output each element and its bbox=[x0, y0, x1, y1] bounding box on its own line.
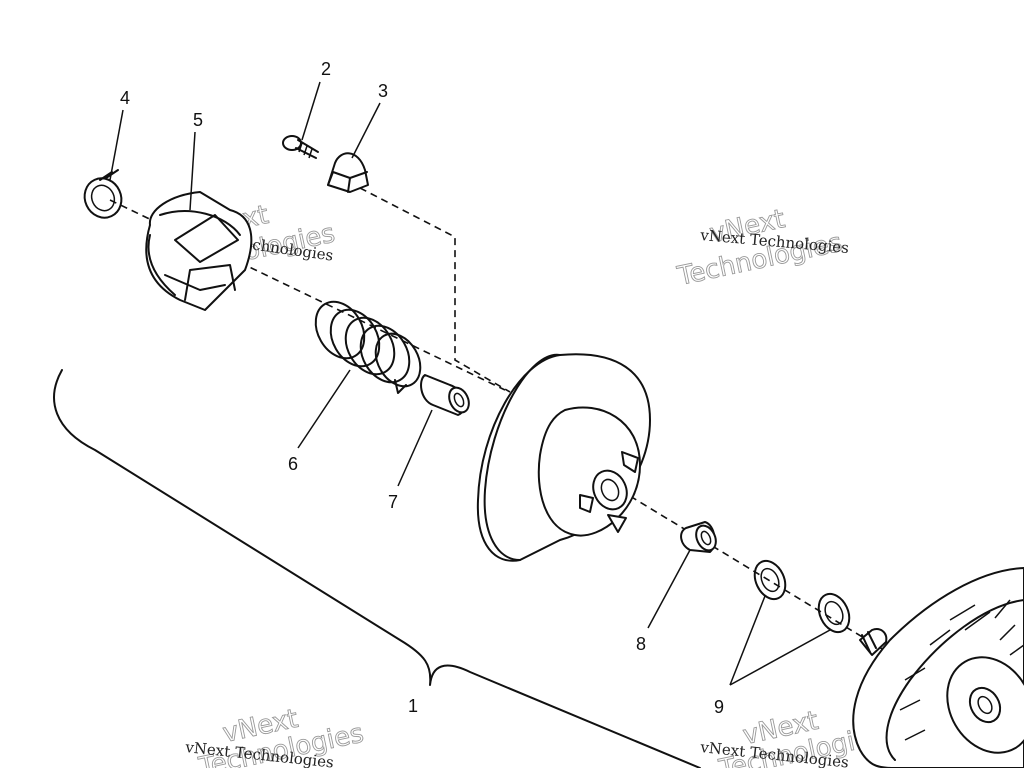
callout-4: 4 bbox=[120, 88, 130, 108]
part-cam bbox=[145, 191, 253, 311]
callout-3: 3 bbox=[378, 81, 388, 101]
assembly-bracket bbox=[53, 369, 701, 768]
part-spacer bbox=[680, 521, 717, 553]
centerline-slider bbox=[359, 187, 511, 393]
part-washer-a bbox=[753, 559, 787, 601]
callout-7: 7 bbox=[388, 492, 398, 512]
callout-6: 6 bbox=[288, 454, 298, 474]
callouts: 1 2 3 4 5 6 7 8 9 bbox=[120, 59, 724, 717]
callout-8: 8 bbox=[636, 634, 646, 654]
part-snap-ring bbox=[83, 169, 123, 219]
callout-2: 2 bbox=[321, 59, 331, 79]
part-washer-b bbox=[817, 592, 851, 634]
part-spring bbox=[314, 300, 422, 394]
part-screw bbox=[282, 135, 319, 159]
part-movable-sheave bbox=[476, 353, 651, 562]
callout-1: 1 bbox=[408, 696, 418, 716]
part-bushing bbox=[420, 374, 470, 416]
callout-5: 5 bbox=[193, 110, 203, 130]
part-slider-button bbox=[327, 152, 369, 193]
callout-9: 9 bbox=[714, 697, 724, 717]
part-fixed-sheave bbox=[852, 567, 1024, 768]
leader-lines bbox=[109, 81, 831, 686]
